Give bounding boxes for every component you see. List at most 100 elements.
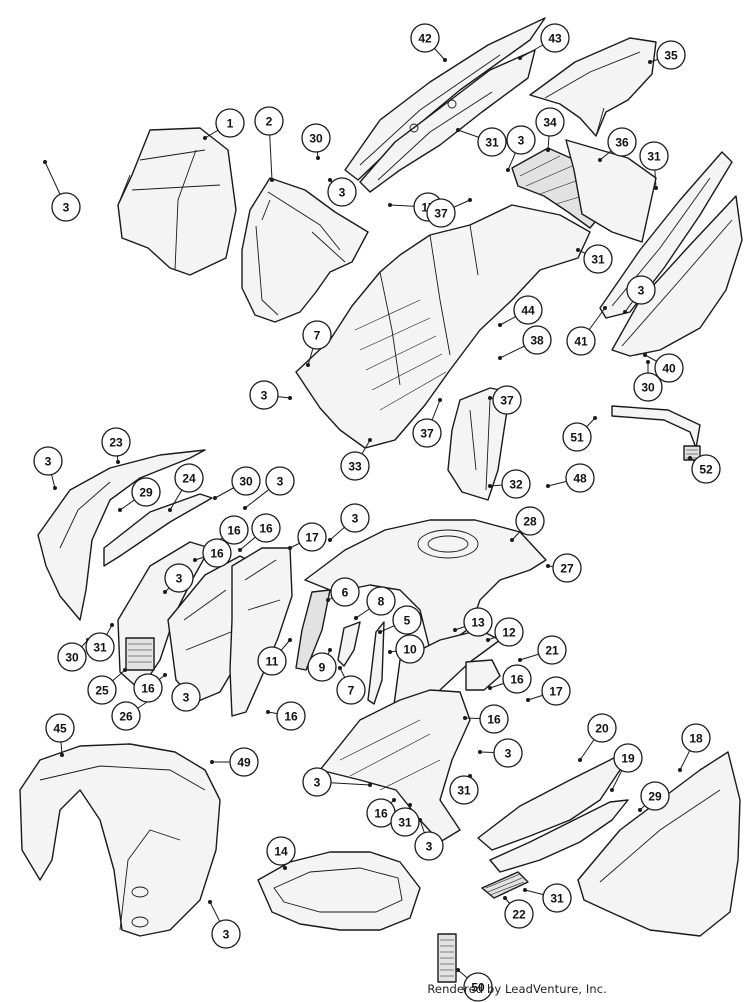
callout-labels: 1230424335331334363131737313414473840303… — [33, 23, 721, 1002]
part-42-side-panel — [344, 17, 546, 181]
callout-44: 44 — [513, 295, 543, 325]
callout-circle — [654, 353, 684, 383]
callout-circle — [57, 642, 87, 672]
callout-8: 8 — [366, 586, 396, 616]
callout-16: 16 — [219, 515, 249, 545]
callout-30: 30 — [633, 372, 663, 402]
callout-3: 3 — [33, 446, 63, 476]
callout-number: 31 — [398, 816, 412, 830]
callout-circle — [340, 503, 370, 533]
callout-number: 31 — [485, 136, 499, 150]
callout-circle — [51, 192, 81, 222]
callout-number: 23 — [109, 436, 123, 450]
callout-31: 31 — [639, 141, 669, 171]
callout-16: 16 — [502, 664, 532, 694]
callout-circle — [171, 682, 201, 712]
callout-circle — [449, 775, 479, 805]
callout-number: 31 — [550, 892, 564, 906]
callout-number: 14 — [274, 845, 288, 859]
callout-number: 25 — [95, 684, 109, 698]
callout-12: 12 — [494, 617, 524, 647]
callout-27: 27 — [552, 553, 582, 583]
callout-37: 37 — [492, 385, 522, 415]
callout-51: 51 — [562, 422, 592, 452]
callout-circle — [302, 767, 332, 797]
callout-number: 3 — [352, 512, 359, 526]
callout-number: 28 — [523, 515, 537, 529]
callout-41: 41 — [566, 326, 596, 356]
callout-11: 11 — [257, 646, 287, 676]
callout-number: 3 — [176, 572, 183, 586]
callout-number: 29 — [139, 486, 153, 500]
callout-3: 3 — [414, 831, 444, 861]
callout-circle — [565, 463, 595, 493]
callout-circle — [265, 466, 295, 496]
callout-number: 43 — [548, 32, 562, 46]
callout-number: 52 — [699, 463, 713, 477]
callout-number: 24 — [182, 472, 196, 486]
callout-number: 32 — [509, 478, 523, 492]
render-credit: Rendered by LeadVenture, Inc. — [427, 982, 607, 996]
callout-43: 43 — [540, 23, 570, 53]
callout-3: 3 — [626, 275, 656, 305]
callout-circle — [392, 605, 422, 635]
callout-number: 10 — [403, 643, 417, 657]
callout-3: 3 — [211, 919, 241, 949]
callout-3: 3 — [327, 177, 357, 207]
callout-29: 29 — [640, 781, 670, 811]
callout-circle — [211, 919, 241, 949]
callout-circle — [266, 836, 296, 866]
callout-number: 18 — [689, 732, 703, 746]
callout-circle — [215, 108, 245, 138]
callout-number: 40 — [662, 362, 676, 376]
callout-22: 22 — [504, 899, 534, 929]
callout-circle — [502, 664, 532, 694]
callout-circle — [85, 632, 115, 662]
callout-circle — [492, 385, 522, 415]
callout-circle — [515, 506, 545, 536]
callout-40: 40 — [654, 353, 684, 383]
callout-circle — [613, 743, 643, 773]
callout-6: 6 — [330, 577, 360, 607]
callout-circle — [414, 831, 444, 861]
callout-circle — [535, 107, 565, 137]
callout-number: 38 — [530, 334, 544, 348]
callout-number: 3 — [638, 284, 645, 298]
callout-circle — [254, 106, 284, 136]
callout-number: 3 — [339, 186, 346, 200]
callout-2: 2 — [254, 106, 284, 136]
callout-number: 9 — [319, 661, 326, 675]
part-43-side-panel — [359, 49, 536, 193]
callout-circle — [330, 577, 360, 607]
callout-29: 29 — [131, 477, 161, 507]
callout-circle — [301, 123, 331, 153]
callout-circle — [297, 522, 327, 552]
callout-circle — [229, 747, 259, 777]
callout-circle — [111, 701, 141, 731]
part-12-fairing — [319, 689, 471, 843]
callout-number: 16 — [374, 807, 388, 821]
callout-circle — [501, 469, 531, 499]
callout-16: 16 — [479, 704, 509, 734]
callout-circle — [566, 326, 596, 356]
callout-number: 6 — [342, 586, 349, 600]
callout-number: 31 — [647, 150, 661, 164]
callout-circle — [340, 451, 370, 481]
callout-3: 3 — [506, 125, 536, 155]
callout-circle — [251, 513, 281, 543]
callout-circle — [133, 673, 163, 703]
callout-circle — [45, 713, 75, 743]
callout-circle — [101, 427, 131, 457]
callout-circle — [541, 676, 571, 706]
callout-number: 19 — [621, 752, 635, 766]
callout-33: 33 — [340, 451, 370, 481]
callout-circle — [426, 198, 456, 228]
callout-circle — [87, 675, 117, 705]
part-35-tail-cover — [529, 37, 657, 137]
part-8-bracket — [337, 621, 361, 667]
callout-circle — [202, 538, 232, 568]
callout-circle — [681, 723, 711, 753]
callout-circle — [633, 372, 663, 402]
part-6-bracket — [295, 589, 331, 671]
callout-number: 31 — [93, 641, 107, 655]
